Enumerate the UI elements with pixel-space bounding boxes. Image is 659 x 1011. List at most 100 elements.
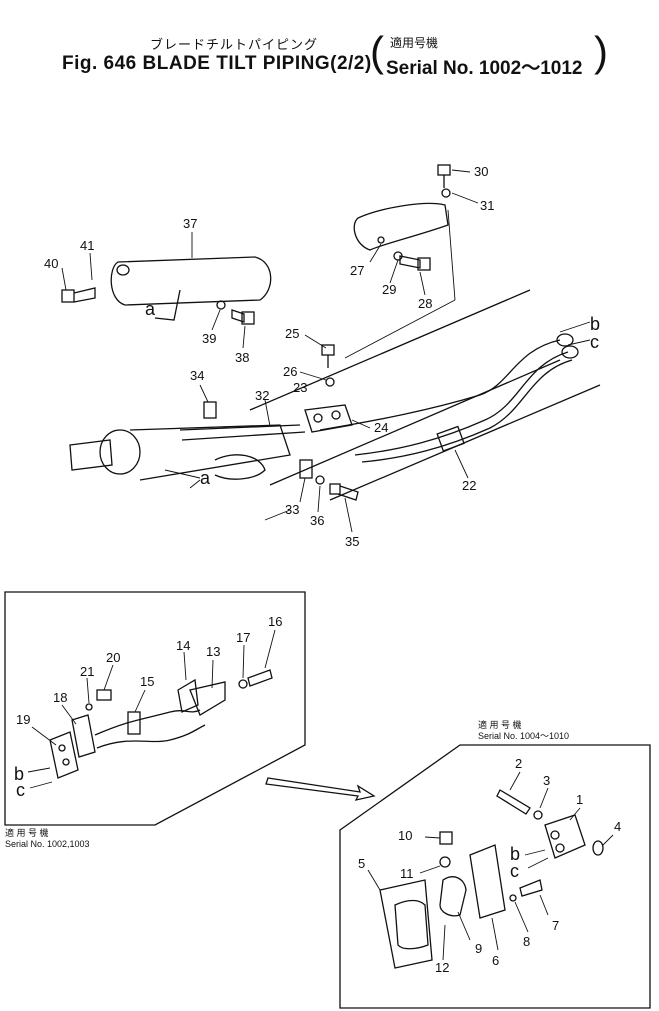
callout: 11: [400, 866, 414, 881]
bracket-14: [177, 678, 199, 713]
callout: c: [16, 780, 25, 800]
callout: a: [200, 468, 211, 488]
callout: 38: [235, 350, 249, 365]
callout: 37: [183, 216, 197, 231]
callout: 12: [435, 960, 449, 975]
callout: 32: [255, 388, 269, 403]
callout: 10: [398, 828, 412, 843]
callout: 41: [80, 238, 94, 253]
left-leaders: [27, 629, 276, 789]
callout: 40: [44, 256, 58, 271]
frame-line: [249, 289, 531, 411]
callout: 5: [358, 856, 365, 871]
callout: 21: [80, 664, 94, 679]
bolt-7: [519, 879, 543, 897]
callout: 17: [236, 630, 250, 645]
bracket-13: [189, 681, 226, 716]
serial-range: Serial No. 1002～1012: [386, 58, 583, 79]
callout: 27: [350, 263, 364, 278]
callout: a: [145, 299, 156, 319]
callouts-left: 16 17 13 14 15 20 21 18 19 b c: [14, 614, 282, 800]
callout: 7: [552, 918, 559, 933]
right-inset-note: 適 用 号 機 Serial No. 1004～1010: [478, 720, 569, 742]
callout: 36: [310, 513, 324, 528]
bolt-40: [61, 287, 96, 303]
tilt-cylinder: [69, 424, 291, 481]
inset-left-frame: [4, 591, 306, 826]
cover-27: [353, 202, 449, 251]
bolt-16: [247, 669, 273, 687]
clamp-34: [203, 401, 217, 419]
callout: 30: [474, 164, 488, 179]
washer-3: [533, 810, 543, 820]
washer-11: [439, 856, 451, 868]
clamp-22: [436, 425, 465, 452]
bracket-right: ): [594, 28, 608, 75]
washer-27: [377, 236, 385, 244]
bolt-20: [96, 689, 112, 701]
bolt-35: [329, 483, 359, 501]
callout: 1: [576, 792, 583, 807]
flange-19: [49, 731, 79, 779]
washer-36: [315, 475, 325, 485]
hose-b: [319, 339, 573, 463]
inset-right-frame: [339, 744, 651, 1009]
callout: 23: [293, 380, 307, 395]
callout: 13: [206, 644, 220, 659]
callout: 19: [16, 712, 30, 727]
washer-31: [441, 188, 451, 198]
callouts-right: 2 3 1 4 10 11 5 b c 7 8 9 12 6: [358, 756, 621, 975]
callout: b: [14, 764, 24, 784]
frame-line: [269, 359, 561, 486]
gasket-6: [469, 844, 506, 919]
applicable-label: 適 用 号 機: [5, 828, 49, 838]
leader-lines: [61, 169, 591, 533]
bolt-38: [231, 309, 255, 325]
right-leaders: [367, 771, 614, 961]
bracket-left: (: [370, 28, 384, 75]
plate-5: [379, 879, 433, 969]
callout: 14: [176, 638, 190, 653]
callout: 2: [515, 756, 522, 771]
clamp-33: [299, 459, 313, 479]
bolt-2: [496, 789, 531, 815]
bolt-10: [439, 831, 453, 845]
callouts-main: 30 31 37 41 40 27 29 28 a 39 38 25 26 23…: [44, 164, 600, 549]
frame-line: [329, 384, 601, 501]
block-24: [304, 404, 353, 433]
serial-note: Serial No. 1004～1010: [478, 731, 570, 741]
right-inset-parts: [379, 789, 604, 969]
callout: 20: [106, 650, 120, 665]
callout: b: [590, 314, 600, 334]
callout: 33: [285, 502, 299, 517]
callout: 34: [190, 368, 204, 383]
callout: 22: [462, 478, 476, 493]
callout: 6: [492, 953, 499, 968]
left-inset-parts: [49, 669, 273, 779]
callout: 28: [418, 296, 432, 311]
callout: 26: [283, 364, 297, 379]
block-18: [71, 714, 96, 758]
left-inset-note: 適 用 号 機 Serial No. 1002,1003: [5, 828, 90, 850]
callout: 4: [614, 819, 621, 834]
callout: 16: [268, 614, 282, 629]
washer-26: [325, 377, 335, 387]
direction-arrow: [265, 777, 376, 801]
callout: c: [590, 332, 599, 352]
applicable-label: 適 用 号 機: [478, 720, 522, 730]
callout: 24: [374, 420, 388, 435]
washer-21: [85, 703, 93, 711]
hose-15b: [96, 724, 206, 749]
callout: 8: [523, 934, 530, 949]
cover-37: [110, 256, 272, 321]
serial-label-japanese: 適用号機: [390, 36, 439, 50]
callout: 15: [140, 674, 154, 689]
block-1: [544, 814, 586, 859]
callout: b: [510, 844, 520, 864]
hose-15a: [94, 709, 201, 736]
bolt-30: [437, 164, 451, 188]
callout: 3: [543, 773, 550, 788]
callout: 39: [202, 331, 216, 346]
callout: 31: [480, 198, 494, 213]
pipe-32: [179, 424, 306, 441]
